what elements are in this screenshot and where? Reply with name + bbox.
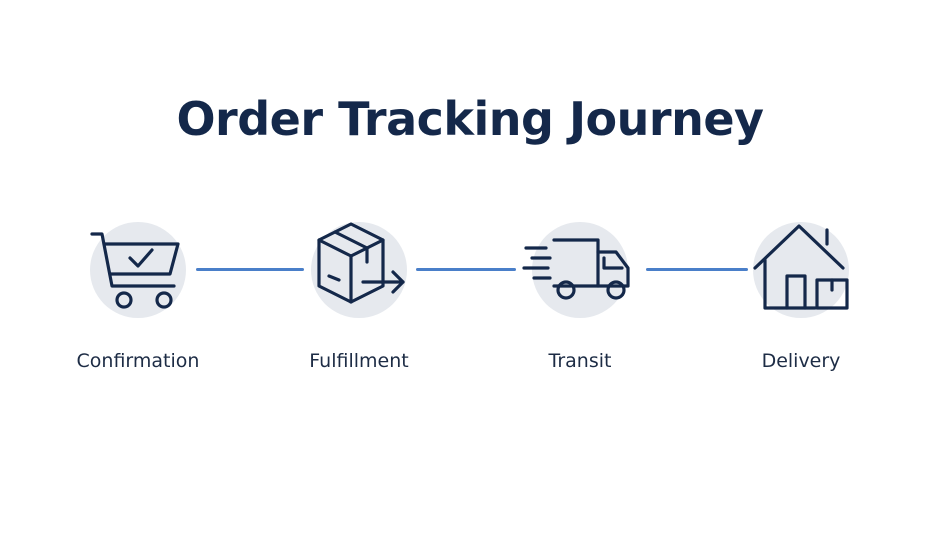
connector-line-2 [416,268,516,271]
connector-line-1 [196,268,304,271]
step-fulfillment: Fulfillment [259,222,459,392]
connector-line-3 [646,268,748,271]
step-confirmation: Confirmation [38,222,238,392]
page-title: Order Tracking Journey [176,92,764,146]
step-label: Delivery [761,350,841,372]
step-label: Confirmation [76,350,200,372]
shopping-cart-check-icon [90,232,180,309]
icon-disc [311,222,407,318]
step-label: Transit [548,350,612,372]
step-label: Fulfillment [309,350,409,372]
icon-disc [753,222,849,318]
delivery-truck-icon [522,238,630,300]
package-box-arrow-icon [317,222,405,304]
icon-disc [532,222,628,318]
step-transit: Transit [480,222,680,392]
step-delivery: Delivery [701,222,901,392]
house-package-icon [753,224,849,310]
